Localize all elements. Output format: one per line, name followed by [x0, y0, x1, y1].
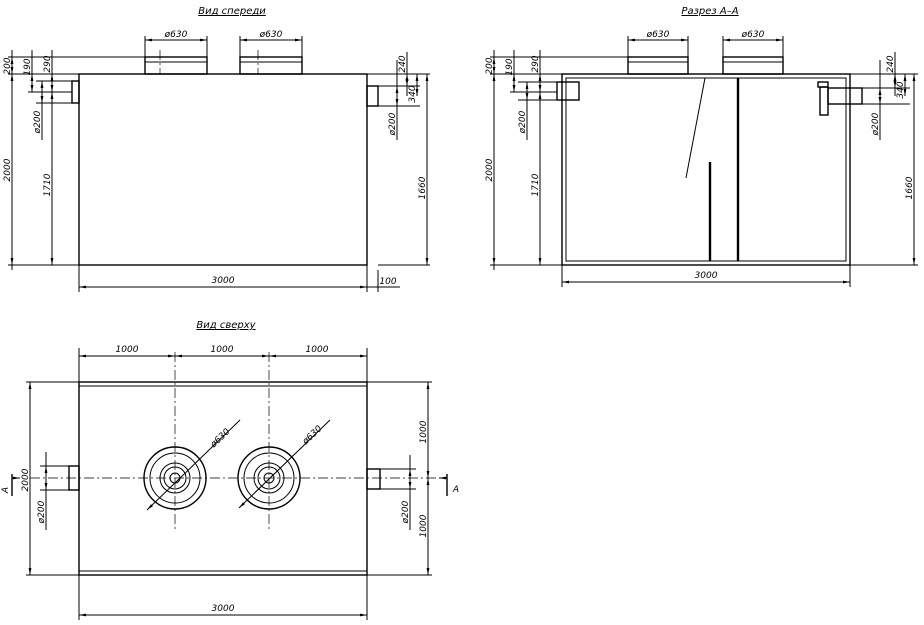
- front-outlet-pipe: [366, 85, 379, 107]
- section-dim-240: 240: [886, 55, 896, 72]
- section-dim-200: 200: [485, 57, 495, 74]
- section-manhole-left: [627, 56, 689, 75]
- section-dim-290: 290: [531, 55, 541, 72]
- top-dim-1000-a: 1000: [116, 345, 139, 355]
- front-manhole-right: [239, 50, 303, 75]
- front-dim-manhole-left: ø630: [164, 30, 188, 40]
- front-dim-inlet-d200: ø200: [33, 110, 43, 134]
- section-tank-body: [561, 73, 851, 266]
- top-dim-1000-lower: 1000: [419, 514, 429, 537]
- top-dim-1000-b: 1000: [211, 345, 234, 355]
- top-dim-2000: 2000: [21, 468, 31, 491]
- front-dim-190: 190: [23, 58, 33, 75]
- section-dim-340: 340: [896, 81, 906, 98]
- section-tank-inner-wall: [565, 77, 847, 262]
- section-dim-3000: 3000: [695, 271, 718, 281]
- front-dim-3000: 3000: [212, 276, 235, 286]
- section-outlet-tee: [819, 86, 829, 116]
- section-dim-manhole-left: ø630: [646, 30, 670, 40]
- section-inlet-tray: [685, 77, 706, 179]
- front-dim-1710: 1710: [43, 173, 53, 196]
- section-marker-right: A: [439, 474, 459, 496]
- front-dim-290: 290: [43, 55, 53, 72]
- section-outlet-tee-cap: [817, 81, 829, 88]
- front-dim-manhole-right: ø630: [259, 30, 283, 40]
- front-dim-240: 240: [398, 55, 408, 72]
- top-dim-outlet-d200: ø200: [401, 500, 411, 524]
- front-dim-340: 340: [408, 85, 418, 102]
- section-outlet-pipe: [827, 87, 863, 105]
- front-view-title: Вид спереди: [198, 6, 266, 17]
- section-view-title: Разрез А–А: [681, 6, 738, 17]
- section-dim-1710: 1710: [531, 173, 541, 196]
- top-manhole-left: [143, 446, 207, 510]
- top-tank-body: [78, 381, 368, 576]
- section-marker-left: A: [1, 474, 20, 496]
- front-dim-1660: 1660: [418, 176, 428, 199]
- section-dim-2000: 2000: [485, 158, 495, 181]
- front-dim-100: 100: [379, 277, 396, 287]
- top-dim-manhole-right: ø630: [300, 424, 324, 448]
- section-dim-outlet-d200: ø200: [871, 112, 881, 136]
- top-outlet-pipe: [366, 468, 381, 490]
- section-view: Разрез А–А ø630 ø630 200 2000: [485, 6, 918, 287]
- section-marker-right-label: A: [452, 485, 459, 495]
- section-dim-inlet-d200: ø200: [518, 110, 528, 134]
- front-inlet-pipe: [71, 80, 80, 104]
- top-dim-1000-upper: 1000: [419, 420, 429, 443]
- section-dim-manhole-right: ø630: [741, 30, 765, 40]
- section-marker-left-label: A: [1, 487, 11, 494]
- front-view: Вид спереди ø630 ø630 200 2000: [3, 6, 430, 292]
- front-dim-2000: 2000: [3, 158, 13, 181]
- section-dim-190: 190: [505, 58, 515, 75]
- top-dim-1000-c: 1000: [306, 345, 329, 355]
- front-dim-outlet-d200: ø200: [388, 112, 398, 136]
- top-view: Вид сверху ø630 ø630: [1, 320, 459, 620]
- section-dim-1660: 1660: [905, 176, 915, 199]
- front-manhole-left: [144, 50, 208, 75]
- section-manhole-right: [722, 56, 784, 75]
- front-dim-200: 200: [3, 57, 13, 74]
- top-manhole-right: [237, 446, 301, 510]
- top-dim-3000: 3000: [212, 604, 235, 614]
- top-inlet-pipe: [68, 465, 80, 491]
- front-tank-body: [78, 73, 368, 266]
- top-view-title: Вид сверху: [196, 320, 256, 331]
- section-inlet-pipe: [556, 81, 580, 101]
- top-dim-inlet-d200: ø200: [37, 500, 47, 524]
